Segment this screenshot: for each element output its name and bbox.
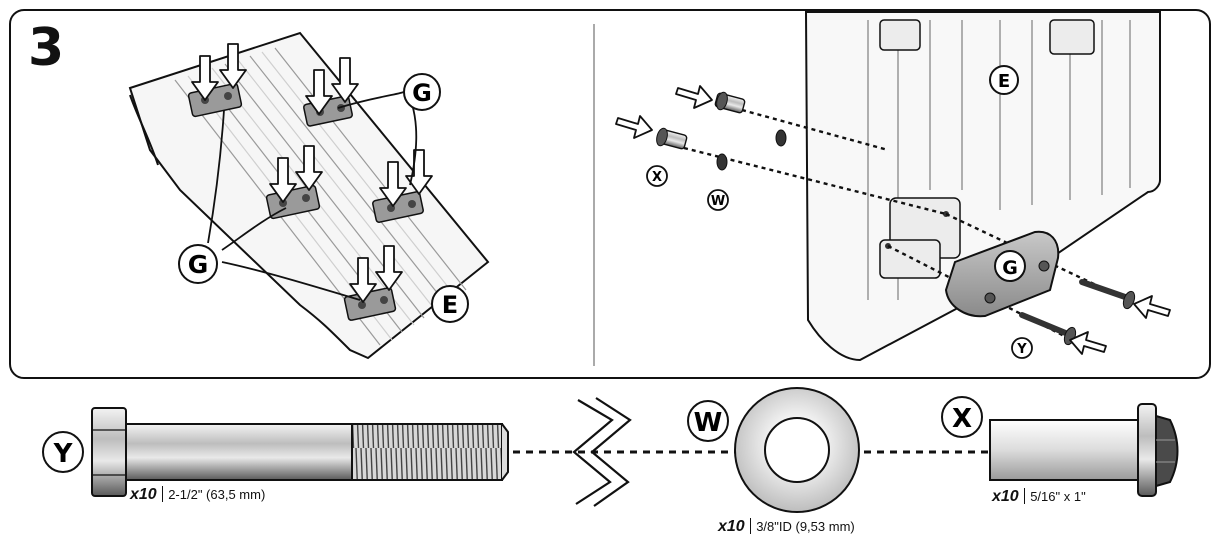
svg-text:E: E <box>442 291 458 319</box>
washer-w-illustration <box>734 387 860 513</box>
spec-x-qty: x10 <box>992 488 1019 505</box>
spec-x: x10 5/16" x 1" <box>992 488 1086 506</box>
insert-arrows <box>191 43 433 303</box>
svg-text:X: X <box>952 404 972 434</box>
bolt-y-illustration <box>91 407 509 497</box>
svg-text:G: G <box>412 79 432 107</box>
callout-x-small: X <box>646 165 668 187</box>
svg-text:G: G <box>1002 257 1018 279</box>
callout-y-small: Y <box>1011 337 1033 359</box>
callout-x-large: X <box>941 396 983 438</box>
spec-y-size: 2-1/2" (63,5 mm) <box>168 487 266 502</box>
spec-w: x10 3/8"ID (9,53 mm) <box>718 518 855 536</box>
break-mark <box>572 397 632 507</box>
callout-g-lower: G <box>178 244 218 284</box>
svg-text:W: W <box>694 408 723 438</box>
fastener-arrows <box>615 85 1171 355</box>
bolt-x-illustration <box>989 403 1179 497</box>
spec-w-qty: x10 <box>718 518 745 535</box>
spec-y-qty: x10 <box>130 486 157 503</box>
g-leader-lines <box>207 91 418 301</box>
svg-text:G: G <box>188 250 209 279</box>
frame-side-ribs <box>867 20 1131 300</box>
g-pad-5 <box>343 287 397 321</box>
washer-w-upper <box>775 129 787 147</box>
washer-w-lower <box>716 153 728 171</box>
svg-text:Y: Y <box>53 439 74 469</box>
svg-text:X: X <box>652 170 662 185</box>
svg-text:Y: Y <box>1016 342 1027 357</box>
bolt-x-upper <box>714 91 746 114</box>
parts-legend: Y W X <box>42 387 1179 513</box>
left-view: G G E <box>128 31 490 360</box>
bolt-x-lower <box>656 127 688 150</box>
svg-text:W: W <box>711 194 725 209</box>
svg-text:E: E <box>998 71 1010 92</box>
callout-e-right: E <box>989 65 1019 95</box>
right-view: E G X W Y <box>615 11 1171 362</box>
callout-g-upper: G <box>403 73 441 111</box>
spec-w-size: 3/8"ID (9,53 mm) <box>756 519 855 534</box>
callout-w-large: W <box>687 400 729 442</box>
step-number: 3 <box>28 18 65 78</box>
callout-g-right: G <box>994 250 1026 282</box>
spec-y: x10 2-1/2" (63,5 mm) <box>130 486 265 504</box>
callout-y-large: Y <box>42 431 84 473</box>
bolt-y-upper <box>1079 279 1136 310</box>
spec-x-size: 5/16" x 1" <box>1030 489 1086 504</box>
callout-w-small: W <box>707 189 729 211</box>
callout-e-left: E <box>431 285 469 323</box>
